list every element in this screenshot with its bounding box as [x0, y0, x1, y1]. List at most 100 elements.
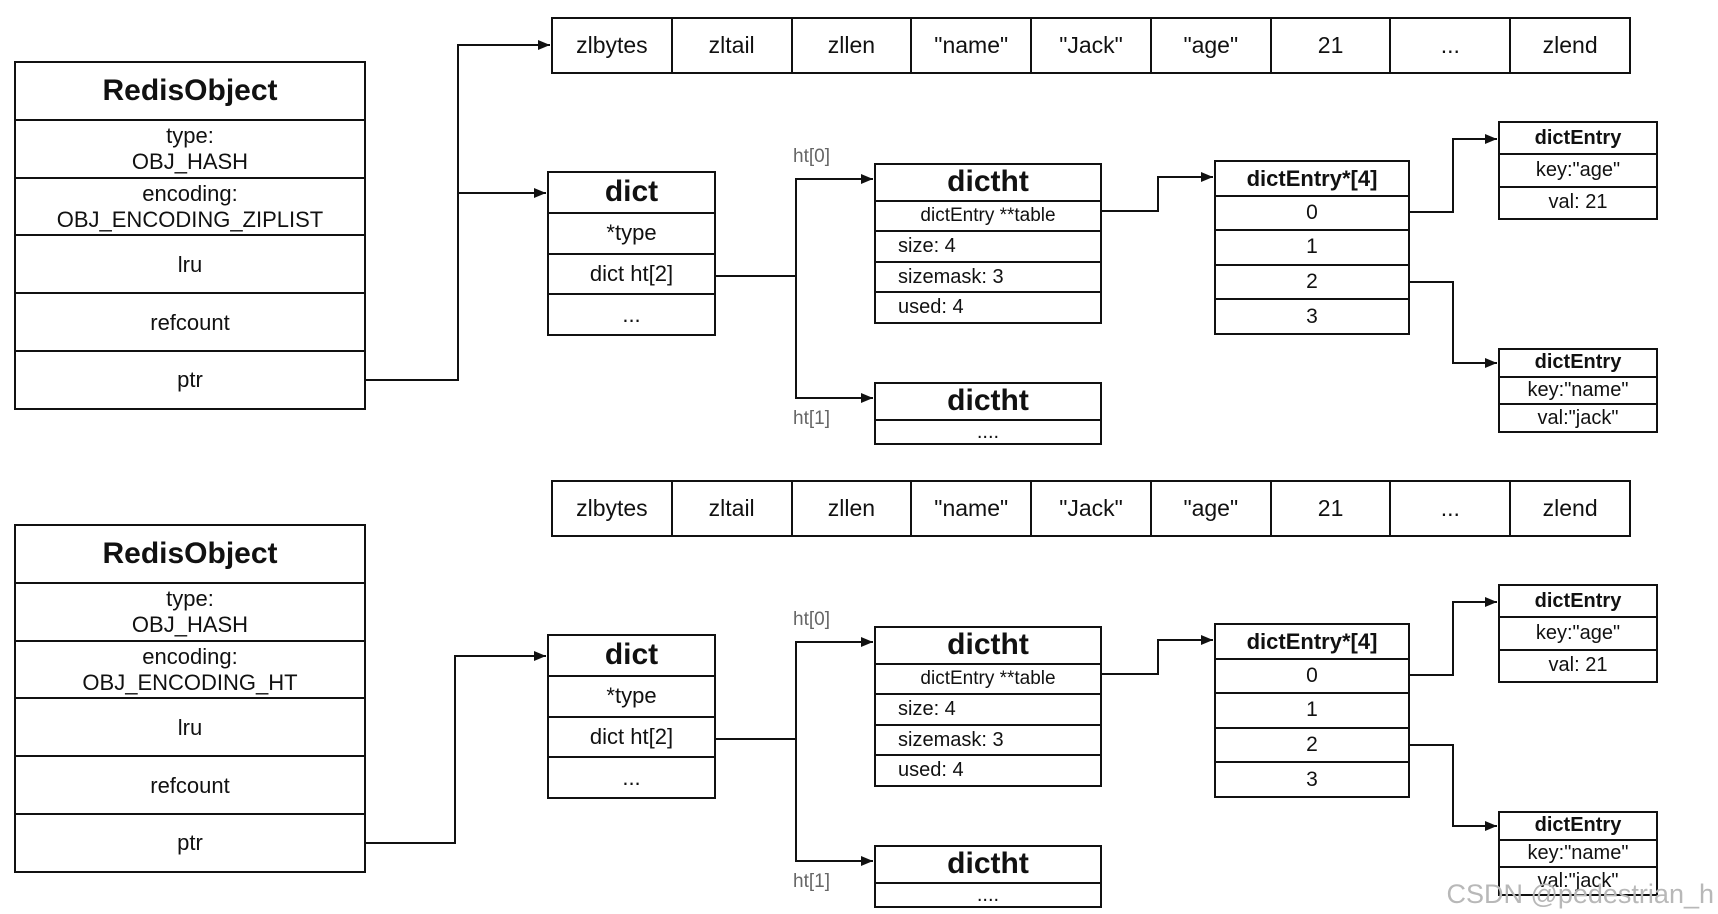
dict-ht: dict ht[2] [549, 252, 714, 294]
entry-array-slot: 0 [1216, 194, 1408, 230]
redis-object-title: RedisObject [102, 73, 278, 107]
ziplist-cell: 21 [1269, 19, 1390, 72]
entry-array-slot: 1 [1216, 692, 1408, 727]
entry-array-slot: 1 [1216, 229, 1408, 264]
type-value: OBJ_HASH [131, 148, 249, 174]
ziplist-cell: zlend [1509, 482, 1629, 535]
redis-object-type: type: OBJ_HASH [16, 118, 364, 177]
dictht-table: dictEntry **table [876, 199, 1100, 231]
dict-title: dict [604, 638, 659, 672]
redis-object-refcount: refcount [16, 755, 364, 813]
dict-ht: dict ht[2] [549, 715, 714, 757]
ht0-label: ht[0] [793, 609, 830, 630]
redis-object-title: RedisObject [102, 536, 278, 570]
dict-type: *type [549, 211, 714, 253]
table-to-entry-array-arrow-2 [1101, 635, 1213, 675]
entry-key: key:"age" [1500, 616, 1656, 648]
ptr-to-dict-arrow-2 [366, 651, 546, 844]
encoding-label: encoding: [142, 181, 238, 207]
entry-title: dictEntry [1534, 814, 1622, 837]
ziplist-cell: zltail [670, 482, 791, 535]
ziplist-cell: "age" [1149, 482, 1270, 535]
dictht-1: dictht .... [874, 845, 1102, 908]
entry-val: val: 21 [1500, 648, 1656, 681]
entry-array-slot: 2 [1216, 263, 1408, 299]
ptr-to-ziplist-arrow [366, 40, 550, 381]
ziplist-cell: "name" [910, 482, 1030, 535]
ziplist-cell: "Jack" [1030, 482, 1150, 535]
redis-object-encoding: encoding: OBJ_ENCODING_ZIPLIST [16, 176, 364, 235]
dictht-1: dictht .... [874, 382, 1102, 445]
dict-title: dict [604, 175, 659, 209]
ziplist-cell: ... [1389, 19, 1509, 72]
ziplist-cell: ... [1389, 482, 1509, 535]
entry-array-slot: 2 [1216, 726, 1408, 762]
redis-object-ptr: ptr [16, 350, 364, 408]
redis-object-type: type: OBJ_HASH [16, 581, 364, 640]
encoding-label: encoding: [142, 644, 238, 670]
dict-entry-name: dictEntry key:"name" val:"jack" [1498, 811, 1658, 896]
ziplist-cell: zllen [790, 19, 911, 72]
ht-to-dictht1-arrow-2 [795, 739, 873, 866]
dictht-more: .... [876, 881, 1100, 907]
dictht-title: dictht [947, 847, 1029, 880]
ht1-label: ht[1] [793, 408, 830, 429]
redis-object: RedisObject type: OBJ_HASH encoding: OBJ… [14, 524, 366, 873]
dict-more: ... [549, 756, 714, 797]
dictht-title: dictht [947, 165, 1029, 198]
redis-object-encoding: encoding: OBJ_ENCODING_HT [16, 639, 364, 698]
entry-title: dictEntry [1534, 126, 1622, 149]
entry-array-title: dictEntry*[4] [1246, 628, 1378, 654]
type-label: type: [166, 123, 214, 149]
dictht-more: .... [876, 418, 1100, 444]
dictht-title: dictht [947, 628, 1029, 661]
dict: dict *type dict ht[2] ... [547, 171, 716, 336]
dictht-size: size: 4 [876, 230, 1100, 261]
ziplist-cell: zllen [790, 482, 911, 535]
entry-val: val:"jack" [1500, 866, 1656, 894]
redis-object-ptr: ptr [16, 813, 364, 871]
entry-val: val:"jack" [1500, 403, 1656, 431]
dict-entry-name: dictEntry key:"name" val:"jack" [1498, 348, 1658, 433]
entry-array-slot: 0 [1216, 657, 1408, 693]
type-value: OBJ_HASH [131, 611, 249, 637]
dictht-size: size: 4 [876, 693, 1100, 724]
table-to-entry-array-arrow [1101, 172, 1213, 212]
ht-to-dictht0-arrow [716, 174, 873, 277]
entry-val: val: 21 [1500, 185, 1656, 218]
dict-entry-array: dictEntry*[4] 0 1 2 3 [1214, 160, 1410, 335]
ziplist-cell: zlbytes [576, 32, 648, 59]
dictht-0: dictht dictEntry **table size: 4 sizemas… [874, 163, 1102, 324]
dictht-title: dictht [947, 384, 1029, 417]
dictht-used: used: 4 [876, 291, 1100, 322]
ht1-label: ht[1] [793, 871, 830, 892]
redis-object-lru: lru [16, 697, 364, 755]
ziplist-cell: "Jack" [1030, 19, 1150, 72]
slot0-to-entry-age-arrow [1408, 134, 1497, 213]
entry-title: dictEntry [1534, 351, 1622, 374]
dictht-0: dictht dictEntry **table size: 4 sizemas… [874, 626, 1102, 787]
ziplist-cell: zltail [670, 19, 791, 72]
dict-entry-age: dictEntry key:"age" val: 21 [1498, 121, 1658, 220]
entry-key: key:"name" [1500, 375, 1656, 404]
entry-array-title: dictEntry*[4] [1246, 165, 1378, 191]
dict-more: ... [549, 293, 714, 334]
dict-type: *type [549, 674, 714, 716]
redis-object: RedisObject type: OBJ_HASH encoding: OBJ… [14, 61, 366, 410]
entry-title: dictEntry [1534, 589, 1622, 612]
entry-key: key:"age" [1500, 153, 1656, 185]
dictht-sizemask: sizemask: 3 [876, 723, 1100, 755]
ziplist-cell: zlend [1509, 19, 1629, 72]
redis-object-refcount: refcount [16, 292, 364, 350]
ziplist: zlbytes zltail zllen "name" "Jack" "age"… [551, 17, 1631, 74]
entry-array-slot: 3 [1216, 761, 1408, 796]
watermark: CSDN @pedestrian_h [1446, 879, 1714, 909]
ht0-label: ht[0] [793, 146, 830, 167]
ht-to-dictht1-arrow [795, 276, 873, 403]
ziplist-cell: "age" [1149, 19, 1270, 72]
slot0-to-entry-age-arrow-2 [1408, 597, 1497, 676]
dictht-sizemask: sizemask: 3 [876, 260, 1100, 292]
dictht-table: dictEntry **table [876, 662, 1100, 694]
entry-array-slot: 3 [1216, 298, 1408, 333]
